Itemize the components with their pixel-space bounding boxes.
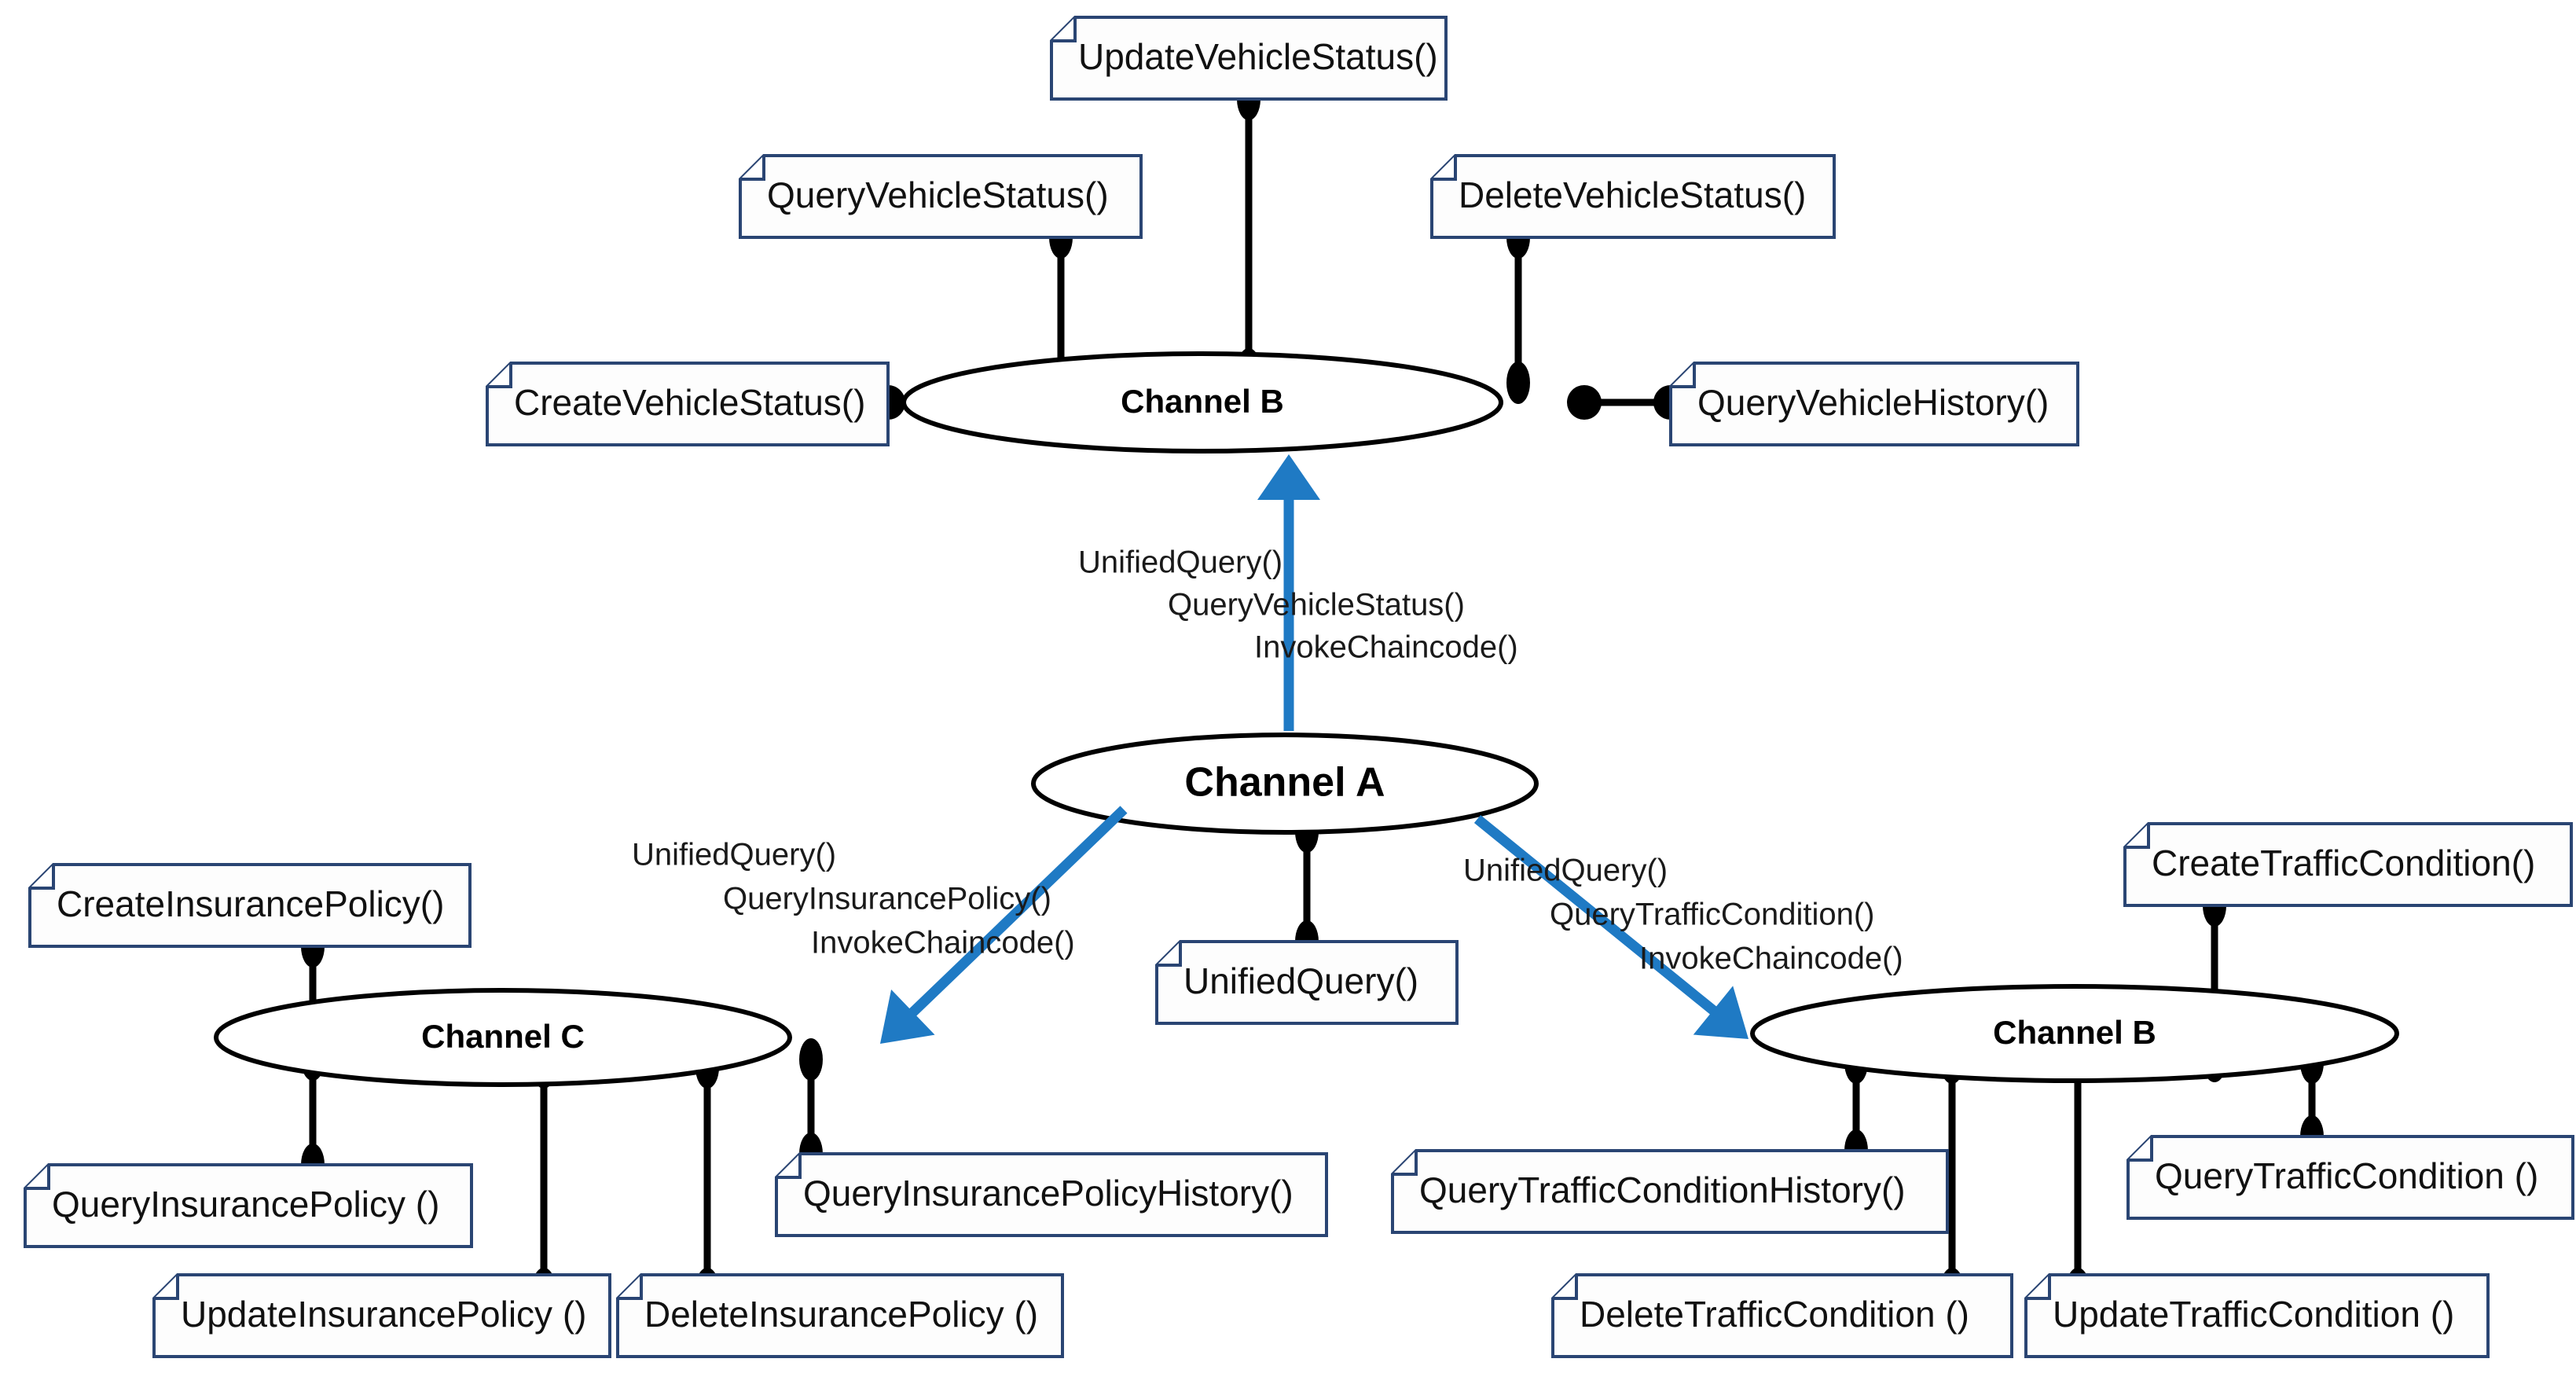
edge-label-a-to-channel-b-0: UnifiedQuery() [1463, 854, 1668, 888]
note-label-query-insurance-policy: QueryInsurancePolicy () [52, 1184, 439, 1225]
note-query-insurance-policy[interactable]: QueryInsurancePolicy () [24, 1163, 473, 1248]
note-fold-icon-create-traffic-condition [2125, 824, 2150, 849]
channel-label-left-c: Channel C [421, 1018, 585, 1055]
query-vehicle-history-connector-cap-start [1567, 385, 1602, 420]
note-fold-icon-delete-vehicle-status [1432, 156, 1457, 181]
channel-node-top-b[interactable]: Channel B [901, 351, 1503, 453]
edge-label-a-to-channel-c-0: UnifiedQuery() [632, 838, 836, 872]
connector-layer [301, 78, 2324, 1310]
edge-label-a-to-top-b-2: InvokeChaincode() [1254, 630, 1518, 665]
note-layer: UpdateVehicleStatus() QueryVehicleStatus(… [24, 16, 2574, 1358]
channel-ellipse-center-a [1031, 733, 1539, 835]
edge-label-a-to-channel-c-1: QueryInsurancePolicy() [723, 882, 1051, 916]
channel-label-center-a: Channel A [1184, 760, 1385, 806]
edge-label-a-to-channel-b-2: InvokeChaincode() [1639, 942, 1903, 976]
note-create-vehicle-status[interactable]: CreateVehicleStatus() [486, 362, 890, 446]
note-query-vehicle-status[interactable]: QueryVehicleStatus() [739, 154, 1143, 239]
note-fold-icon-create-vehicle-status [487, 363, 512, 388]
note-fold-icon-query-insurance-policy-history [776, 1154, 802, 1179]
note-label-update-insurance-policy: UpdateInsurancePolicy () [181, 1294, 586, 1335]
edge-label-a-to-top-b-1: QueryVehicleStatus() [1168, 588, 1465, 622]
note-label-query-vehicle-history: QueryVehicleHistory() [1697, 382, 2049, 423]
edge-label-group-a-to-top-b: UnifiedQuery() QueryVehicleStatus() Invoke… [1078, 545, 1518, 665]
note-fold-icon-update-insurance-policy [154, 1275, 179, 1300]
note-create-insurance-policy[interactable]: CreateInsurancePolicy() [28, 863, 472, 948]
note-label-create-vehicle-status: CreateVehicleStatus() [514, 382, 865, 423]
edge-label-a-to-channel-b-1: QueryTrafficCondition() [1550, 898, 1874, 932]
note-label-update-vehicle-status: UpdateVehicleStatus() [1078, 36, 1438, 77]
edge-label-group-a-to-channel-c: UnifiedQuery() QueryInsurancePolicy() Invo… [632, 838, 1075, 960]
channel-ellipse-right-b [1750, 984, 2399, 1083]
note-label-delete-insurance-policy: DeleteInsurancePolicy () [644, 1294, 1038, 1335]
note-update-insurance-policy[interactable]: UpdateInsurancePolicy () [152, 1273, 611, 1358]
channel-a-to-channel-c-arrow-shaft [905, 806, 1128, 1019]
note-fold-icon-query-traffic-condition [2128, 1136, 2153, 1162]
channel-ellipse-top-b [901, 351, 1503, 453]
channel-a-to-channel-b-right-arrow [1473, 814, 1749, 1039]
note-query-vehicle-history[interactable]: QueryVehicleHistory() [1669, 362, 2079, 446]
channel-a-to-channel-c-arrow [880, 806, 1128, 1044]
note-label-query-vehicle-status: QueryVehicleStatus() [767, 174, 1109, 215]
note-delete-vehicle-status[interactable]: DeleteVehicleStatus() [1430, 154, 1836, 239]
note-label-delete-vehicle-status: DeleteVehicleStatus() [1459, 174, 1806, 215]
channel-a-to-channel-b-top-arrow-head-icon [1257, 454, 1320, 500]
channel-a-to-channel-b-right-arrow-head-icon [1693, 986, 1749, 1039]
note-unified-query[interactable]: UnifiedQuery() [1155, 940, 1459, 1025]
channel-ellipse-left-c [214, 988, 792, 1087]
note-query-insurance-policy-history[interactable]: QueryInsurancePolicyHistory() [775, 1152, 1328, 1237]
note-fold-icon-delete-insurance-policy [618, 1275, 643, 1300]
channel-node-center-a[interactable]: Channel A [1031, 733, 1539, 835]
note-query-traffic-condition-history[interactable]: QueryTrafficConditionHistory() [1391, 1149, 1949, 1234]
note-fold-icon-query-insurance-policy [25, 1165, 50, 1190]
note-label-delete-traffic-condition: DeleteTrafficCondition () [1580, 1294, 1969, 1335]
note-fold-icon-unified-query [1157, 942, 1182, 967]
edge-label-a-to-channel-c-2: InvokeChaincode() [811, 926, 1075, 960]
note-label-update-traffic-condition: UpdateTrafficCondition () [2053, 1294, 2454, 1335]
channel-a-to-channel-b-top-arrow [1257, 454, 1320, 731]
note-query-traffic-condition[interactable]: QueryTrafficCondition () [2126, 1135, 2574, 1220]
note-fold-icon-query-traffic-condition-history [1393, 1151, 1418, 1176]
note-label-query-insurance-policy-history: QueryInsurancePolicyHistory() [803, 1173, 1294, 1214]
note-label-create-traffic-condition: CreateTrafficCondition() [2152, 843, 2535, 883]
edge-label-group-a-to-channel-b: UnifiedQuery() QueryTrafficCondition() Inv… [1463, 854, 1903, 976]
channel-label-top-b: Channel B [1121, 383, 1284, 420]
note-create-traffic-condition[interactable]: CreateTrafficCondition() [2123, 822, 2573, 907]
note-label-create-insurance-policy: CreateInsurancePolicy() [57, 883, 444, 924]
note-label-unified-query: UnifiedQuery() [1183, 960, 1418, 1001]
note-fold-icon-update-vehicle-status [1051, 17, 1077, 42]
note-update-vehicle-status[interactable]: UpdateVehicleStatus() [1050, 16, 1448, 101]
channel-node-left-c[interactable]: Channel C [214, 988, 792, 1087]
note-fold-icon-delete-traffic-condition [1553, 1275, 1578, 1300]
channel-label-right-b: Channel B [1993, 1014, 2156, 1051]
update-vehicle-status-connector [1237, 78, 1260, 391]
note-fold-icon-query-vehicle-status [740, 156, 765, 181]
channel-node-right-b[interactable]: Channel B [1750, 984, 2399, 1083]
note-label-query-traffic-condition-history: QueryTrafficConditionHistory() [1419, 1170, 1906, 1210]
channel-a-to-channel-c-arrow-head-icon [880, 989, 935, 1044]
delete-vehicle-status-connector-cap-end [1506, 362, 1530, 404]
channel-ellipse-layer: Channel B Channel A Channel C Channel B [214, 351, 2399, 1087]
note-fold-icon-query-vehicle-history [1671, 363, 1696, 388]
delete-vehicle-status-connector [1506, 216, 1530, 404]
note-delete-traffic-condition[interactable]: DeleteTrafficCondition () [1551, 1273, 2013, 1358]
note-label-query-traffic-condition: QueryTrafficCondition () [2155, 1155, 2538, 1196]
edge-label-layer: UnifiedQuery() QueryVehicleStatus() Invoke… [632, 545, 1903, 976]
note-fold-icon-update-traffic-condition [2026, 1275, 2051, 1300]
blue-arrow-layer [880, 454, 1749, 1044]
channel-a-to-channel-b-right-arrow-shaft [1473, 814, 1720, 1018]
note-update-traffic-condition[interactable]: UpdateTrafficCondition () [2024, 1273, 2490, 1358]
note-fold-icon-create-insurance-policy [30, 865, 55, 890]
note-delete-insurance-policy[interactable]: DeleteInsurancePolicy () [616, 1273, 1064, 1358]
query-insurance-policy-history-connector-cap-start [799, 1038, 823, 1081]
edge-label-a-to-top-b-0: UnifiedQuery() [1078, 545, 1282, 580]
delete-insurance-policy-connector [695, 1046, 719, 1310]
